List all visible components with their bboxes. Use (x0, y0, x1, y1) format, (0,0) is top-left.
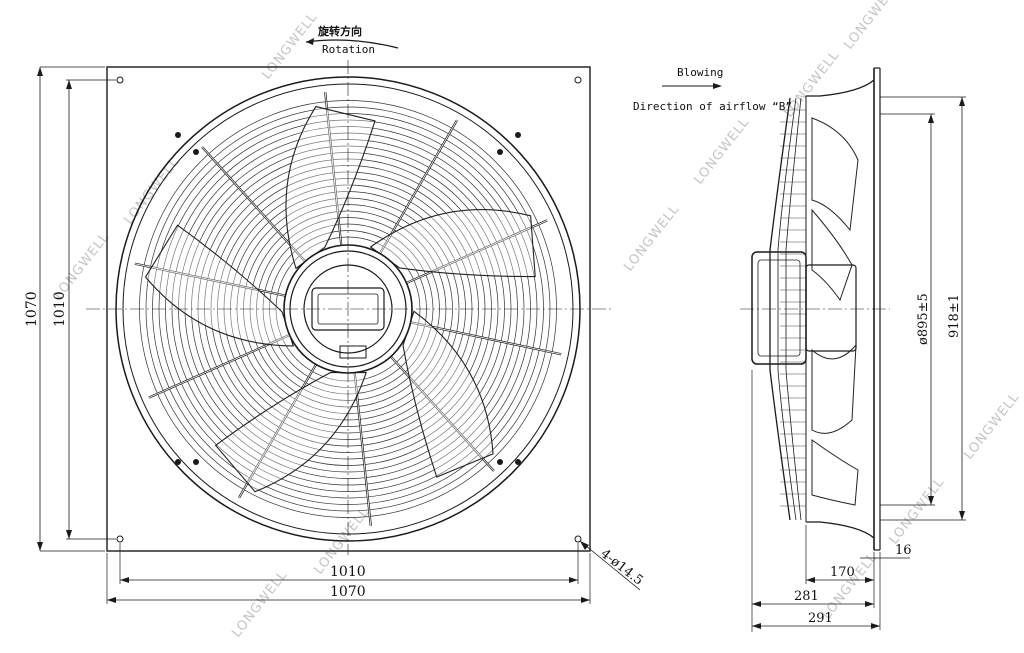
mounting-hole (116, 76, 124, 84)
guard-spoke-highlight (390, 356, 495, 472)
rotation-label-en: Rotation (322, 43, 375, 56)
venturi-shroud (806, 79, 875, 97)
guard-spoke-highlight (410, 321, 562, 355)
watermark: LONGWELL (621, 202, 682, 275)
guard-bolt (497, 149, 503, 155)
dim-depth-291: 291 (808, 611, 833, 626)
watermark: LONGWELL (121, 155, 182, 228)
motor-body (751, 251, 807, 365)
watermark: LONGWELL (961, 390, 1022, 463)
mounting-hole (574, 535, 582, 543)
mounting-hole (116, 535, 124, 543)
airflow-blowing-label: Blowing (677, 66, 723, 79)
airflow-direction-label: Direction of airflow “B” (633, 100, 792, 113)
mounting-hole (574, 76, 582, 84)
guard-bolt (497, 459, 503, 465)
motor-rear-cover (805, 264, 857, 352)
watermark: LONGWELL (841, 0, 902, 52)
fan-blade (369, 208, 536, 278)
guard-bolt (193, 459, 199, 465)
fan-blades (144, 105, 536, 493)
blade-profile (811, 343, 857, 434)
guard-bolt (515, 132, 521, 138)
watermark: LONGWELL (691, 115, 752, 188)
front-view (86, 60, 612, 555)
dim-diameter-inner: ø895±5 (916, 293, 931, 345)
dim-height-inner: 1010 (52, 291, 68, 327)
mounting-plate (106, 66, 591, 552)
rotation-label-cn: 旋转方向 (317, 24, 362, 38)
guard-spoke-highlight (134, 263, 286, 297)
guard-bolt (193, 149, 199, 155)
fan-blade (402, 310, 494, 478)
side-blades (811, 117, 859, 506)
guard-spoke-highlight (201, 146, 306, 262)
side-view (740, 67, 890, 551)
dim-depth-170: 170 (830, 565, 855, 580)
airflow-indicator: Blowing Direction of airflow “B” (633, 66, 792, 113)
rotation-indicator: 旋转方向 Rotation (305, 24, 399, 56)
dim-width-inner: 1010 (330, 564, 366, 580)
dim-offset-16: 16 (895, 543, 912, 558)
watermark: LONGWELL (259, 10, 320, 83)
dim-holes: 4-ø14.5 (598, 546, 646, 588)
dim-width-outer: 1070 (330, 584, 366, 600)
guard-spoke-highlight (238, 364, 317, 498)
dim-depth-281: 281 (794, 589, 819, 604)
side-dimensions: ø895±5 918±1 16 170 281 291 (751, 96, 966, 632)
dim-height-outer: 1070 (24, 291, 40, 327)
blade-profile (811, 117, 859, 232)
fan-blade (144, 224, 295, 347)
guard-side-lines (780, 109, 806, 507)
watermark: LONGWELL (886, 475, 947, 548)
guard-bolt (175, 132, 181, 138)
guard-bolts (175, 132, 521, 465)
guard-spoke-highlight (148, 334, 290, 399)
dim-diameter-outer: 918±1 (947, 294, 962, 338)
blade-profile (811, 208, 853, 302)
guard-spoke-highlight (379, 120, 458, 254)
watermark: LONGWELL (229, 568, 290, 641)
cable-gland (339, 345, 367, 359)
blade-profile (811, 439, 859, 506)
guard-spoke-highlight (324, 92, 342, 246)
guard-bolt (515, 459, 521, 465)
guard-spoke-highlight (354, 372, 372, 526)
fan-blade (285, 105, 376, 270)
guard-spokes (134, 92, 562, 526)
guard-bolt (175, 459, 181, 465)
guard-spoke-highlight (406, 219, 548, 284)
fan-blade (214, 371, 367, 493)
